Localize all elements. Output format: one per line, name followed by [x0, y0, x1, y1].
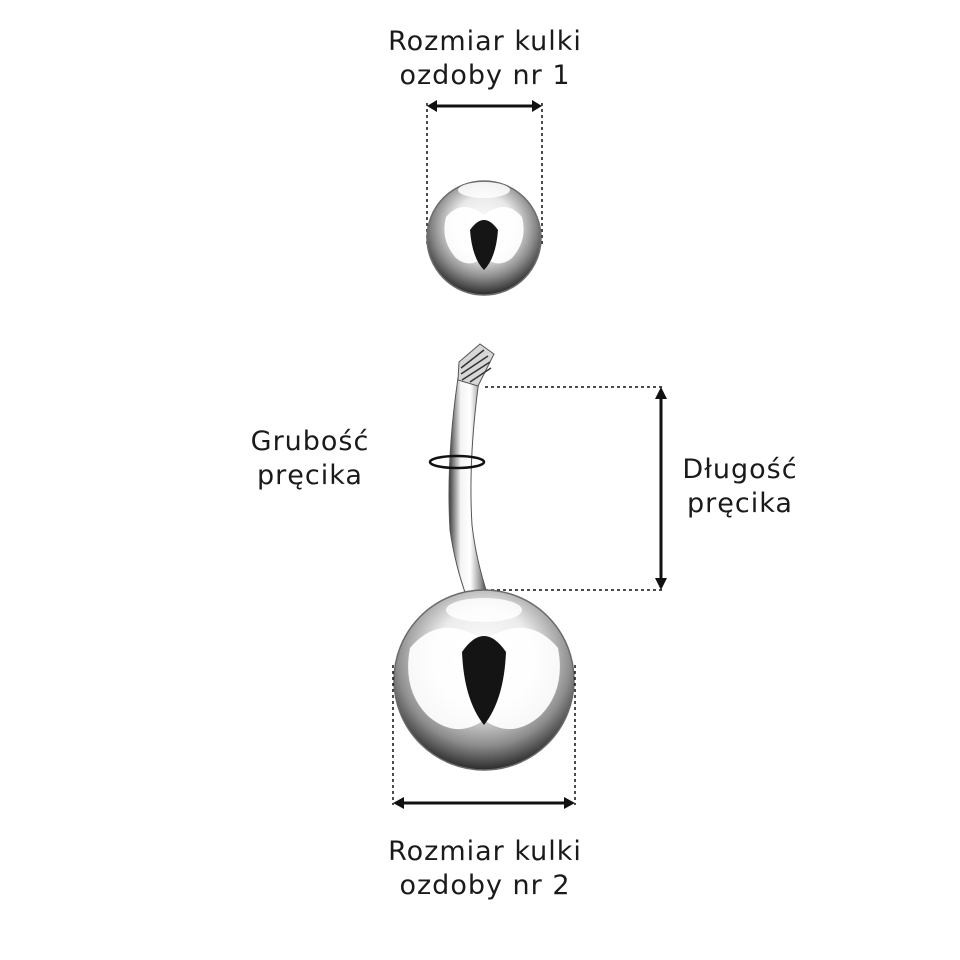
bottom-ball-arrow-left: [393, 797, 404, 809]
bar-length-label-line2: pręcika: [687, 488, 793, 519]
bottom-ball-label-line1: Rozmiar kulki: [388, 836, 582, 867]
bottom-ball-arrow-right: [564, 797, 575, 809]
top-ball-size-label: Rozmiar kulki ozdoby nr 1: [330, 25, 640, 93]
bar-length-measurement: [485, 386, 667, 591]
bar-length-label: Długość pręcika: [660, 453, 820, 521]
bar-thickness-label-line2: pręcika: [257, 460, 363, 491]
bottom-ball-label-line2: ozdoby nr 2: [399, 870, 571, 901]
bottom-ball: [393, 589, 575, 771]
bar-length-label-line1: Długość: [682, 454, 798, 485]
top-ball-measurement: [426, 100, 543, 245]
curved-bar: [448, 377, 489, 602]
bar-thickness-ring: [428, 454, 486, 470]
length-arrow-top: [655, 387, 667, 399]
top-ball-arrow-left: [427, 100, 437, 112]
bar-thickness-label: Grubość pręcika: [225, 425, 395, 493]
bottom-ball-measurement: [392, 665, 576, 809]
length-arrow-bottom: [655, 578, 667, 590]
bottom-ball-size-label: Rozmiar kulki ozdoby nr 2: [330, 835, 640, 903]
top-ball: [426, 180, 542, 296]
top-ball-arrow-right: [532, 100, 542, 112]
bar-thickness-label-line1: Grubość: [250, 426, 370, 457]
top-ball-label-line2: ozdoby nr 1: [399, 60, 571, 91]
threaded-tip: [457, 343, 495, 387]
top-ball-label-line1: Rozmiar kulki: [388, 26, 582, 57]
